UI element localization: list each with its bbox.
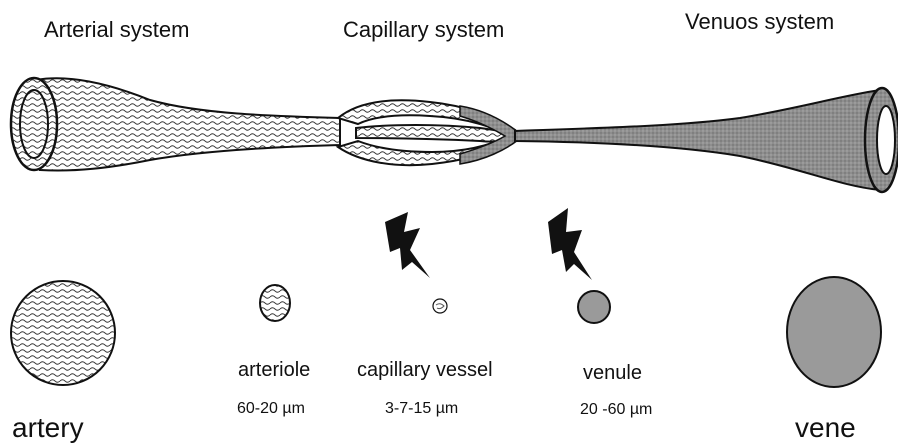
arteriole-label: arteriole	[238, 360, 310, 380]
venous-system-label: Venuos system	[685, 11, 834, 33]
arteriole-size: 60-20 µm	[237, 401, 305, 417]
artery-funnel-shape	[36, 78, 340, 170]
lightning-bolt-icon	[385, 212, 430, 278]
artery-label: artery	[12, 414, 84, 442]
venule-size: 20 -60 µm	[580, 402, 652, 418]
arterial-vessel	[11, 78, 340, 171]
arteriole-cross-section	[260, 285, 290, 321]
vene-cross-section	[787, 277, 881, 387]
capillary-size: 3-7-15 µm	[385, 401, 458, 417]
venule-label: venule	[583, 363, 642, 383]
capillary-system-label: Capillary system	[343, 19, 504, 41]
vene-label: vene	[795, 414, 856, 442]
artery-lumen	[20, 90, 48, 158]
venous-vessel	[515, 88, 898, 192]
capillary-cross-section	[433, 299, 447, 313]
arterial-system-label: Arterial system	[44, 19, 189, 41]
venule-cross-section	[578, 291, 610, 323]
capillary-network	[338, 100, 518, 165]
capillary-vessel-label: capillary vessel	[357, 360, 493, 380]
artery-cross-section	[11, 281, 115, 385]
vein-funnel-shape	[515, 90, 880, 190]
vein-lumen	[877, 106, 895, 174]
lightning-bolt-icon	[548, 208, 592, 280]
